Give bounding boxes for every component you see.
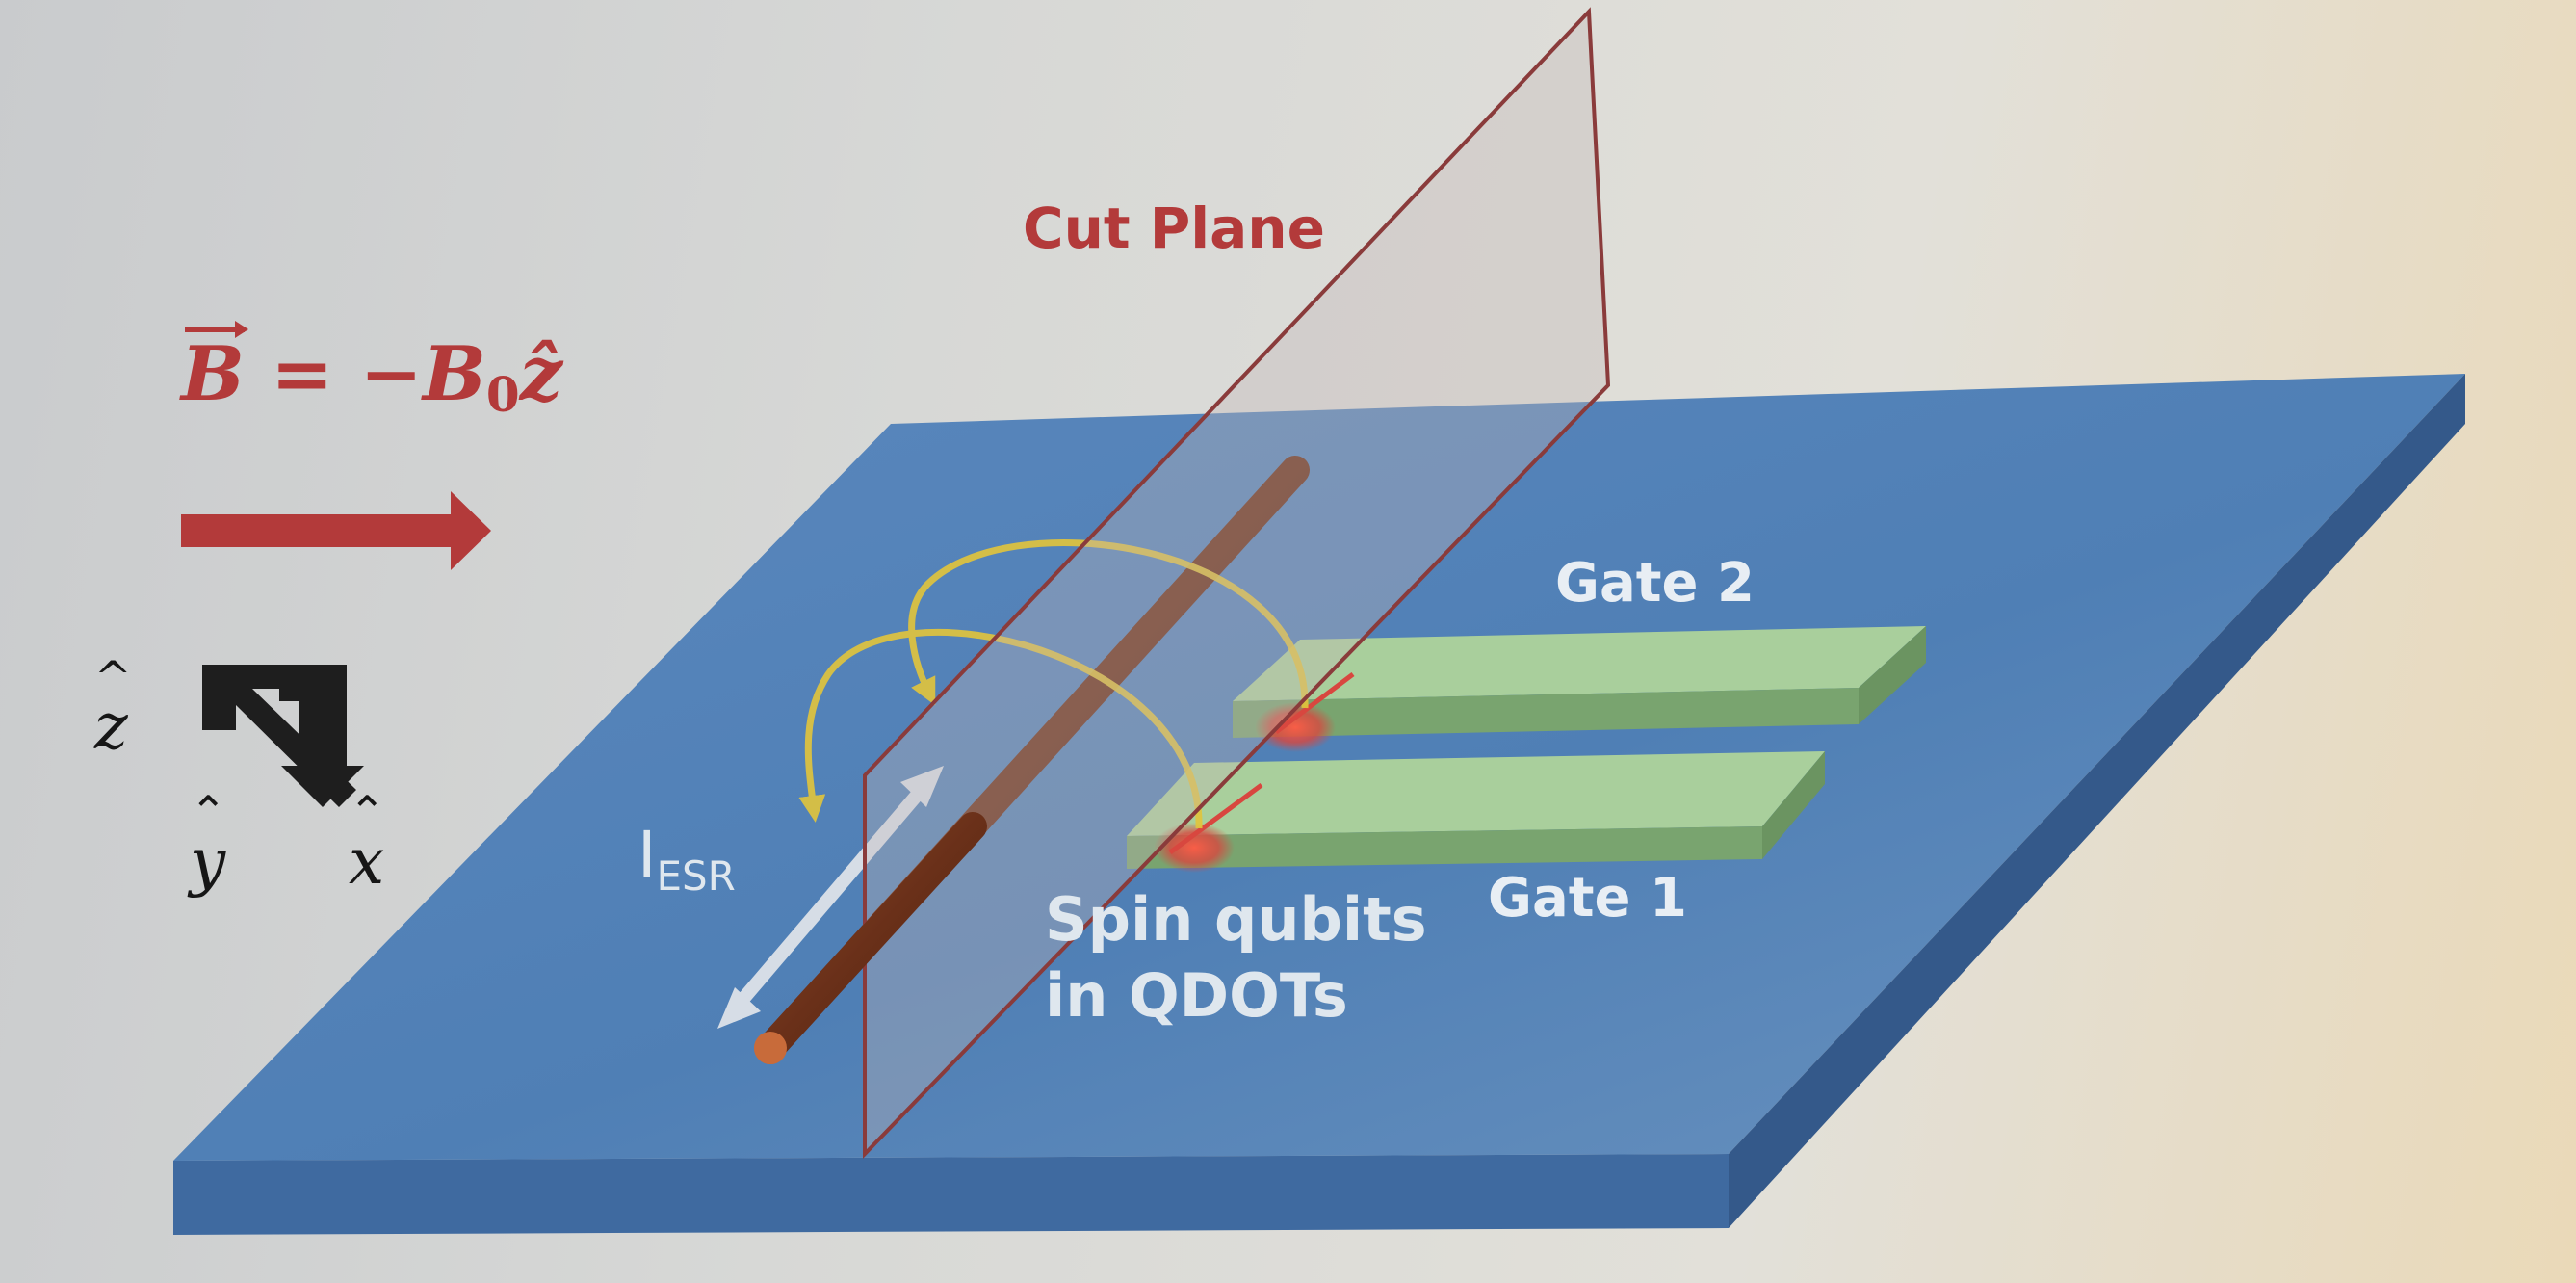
field-line-outer <box>908 539 1309 709</box>
substrate-right-edge <box>1729 374 2465 1228</box>
cut-plane-title: Cut Plane <box>1023 196 1325 261</box>
b-field-rhs: = −B <box>244 330 486 418</box>
gate-1-label: Gate 1 <box>1488 867 1687 930</box>
esr-current-label: IESR <box>637 824 736 897</box>
axis-z-hat: ^ <box>94 651 132 703</box>
spin-qubits-line-1: Spin qubits <box>1045 884 1427 955</box>
esr-current-symbol: I <box>637 818 657 892</box>
b-field-unit: ẑ <box>519 330 562 418</box>
esr-current-subscript: ESR <box>656 852 736 900</box>
b-field-subscript: 0 <box>485 366 520 423</box>
spin-qubits-label: Spin qubits in QDOTs <box>1045 881 1427 1034</box>
axis-z-label: ^z <box>94 651 132 764</box>
axis-x-hat: ⌃ <box>349 786 386 838</box>
b-field-arrow <box>181 491 491 570</box>
substrate-front-edge <box>173 1154 1729 1235</box>
qubit-dot-2 <box>1255 702 1336 752</box>
esr-wire-front <box>756 812 987 1062</box>
field-line-inner <box>798 628 1203 829</box>
gate-2 <box>1233 626 1926 738</box>
esr-wire-cap <box>754 1032 787 1064</box>
b-vector-symbol: B <box>181 321 248 418</box>
cut-plane <box>863 7 1611 1159</box>
current-arrow <box>717 766 944 1029</box>
magnetic-field-equation: B = −B0ẑ <box>181 321 562 419</box>
spin-qubits-line-2: in QDOTs <box>1045 960 1348 1032</box>
gate-1 <box>1127 751 1825 869</box>
magnetic-field-lines <box>798 539 1309 829</box>
axis-x-label: ⌃x <box>349 786 386 899</box>
axis-y-label: ⌃y <box>190 786 227 899</box>
gate-2-label: Gate 2 <box>1555 552 1755 615</box>
axes-icon <box>202 665 364 807</box>
axis-y-hat: ⌃ <box>190 786 227 838</box>
